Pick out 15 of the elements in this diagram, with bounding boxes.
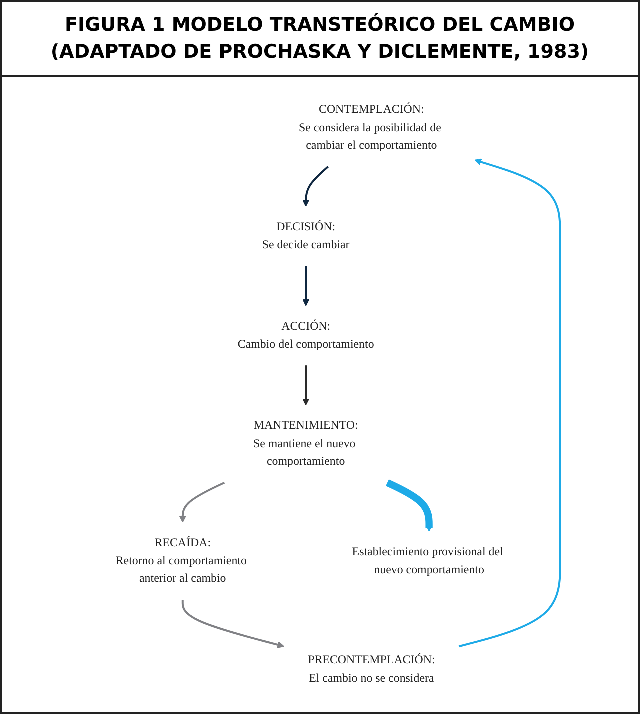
node-text: CONTEMPLACIÓN: Se considera la posibilidad de cambiar el comportamiento (298, 104, 442, 152)
node-text: DECISIÓN: Se decide cambiar (262, 221, 350, 252)
arrow (458, 158, 562, 648)
arrow (386, 480, 433, 532)
node-text: ACCIÓN: Cambio del comportamiento (238, 320, 374, 352)
arrow (302, 266, 310, 306)
node-text: Establecimiento provisional del nuevo comportamiento (352, 546, 504, 577)
arrow (302, 166, 329, 208)
node-text: RECAÍDA: Retorno al comportamiento anterior al cambio (116, 537, 247, 586)
node-text: PRECONTEMPLACIÓN: El cambio no se considera (308, 654, 436, 685)
arrow (182, 600, 285, 649)
figure-title: FIGURA 1 MODELO TRANSTEÓRICO DEL CAMBIO (ADAPTADO DE PROCHASKA Y DICLEMENTE, 1983) (2, 2, 638, 78)
arrow (179, 482, 226, 524)
node-text: MANTENIMIENTO: Se mantiene el nuevo comportamiento (253, 420, 358, 468)
arrow (302, 366, 310, 406)
